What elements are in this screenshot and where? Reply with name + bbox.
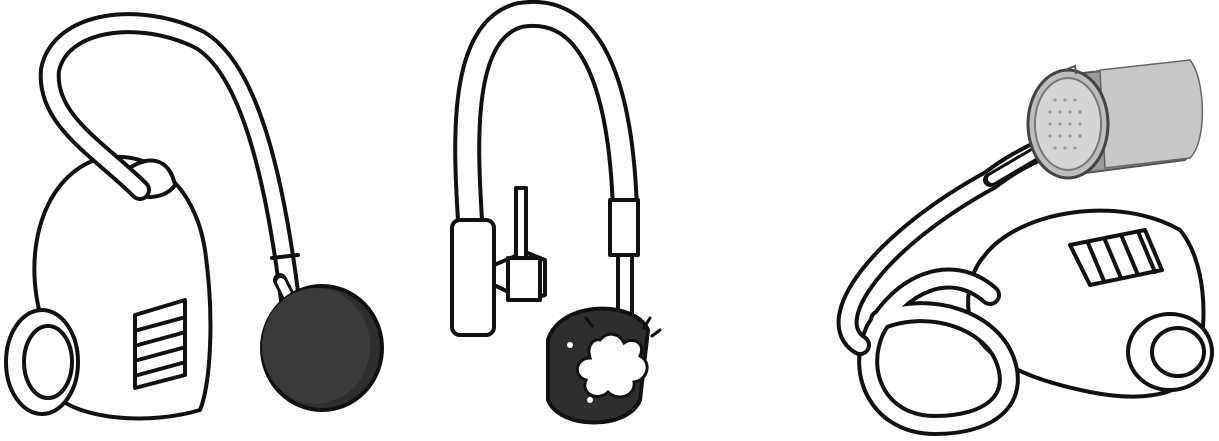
step-rinse-filter [430,0,680,441]
vacuum-cleaner-icon [800,0,1219,441]
vacuum-cleaner-icon [0,0,400,441]
filter-cylinder-grey [1028,60,1202,178]
vacuum-wheel [1128,314,1212,390]
filter-disc-dark [262,286,382,410]
vacuum-wheel [6,310,78,414]
faucet-icon [430,0,680,441]
vent-grille [135,300,185,388]
step-vacuum-filter-inserted [800,0,1219,441]
step-vacuum-with-filter [0,0,400,441]
faucet-body [452,220,494,335]
faucet-lever [516,188,526,263]
